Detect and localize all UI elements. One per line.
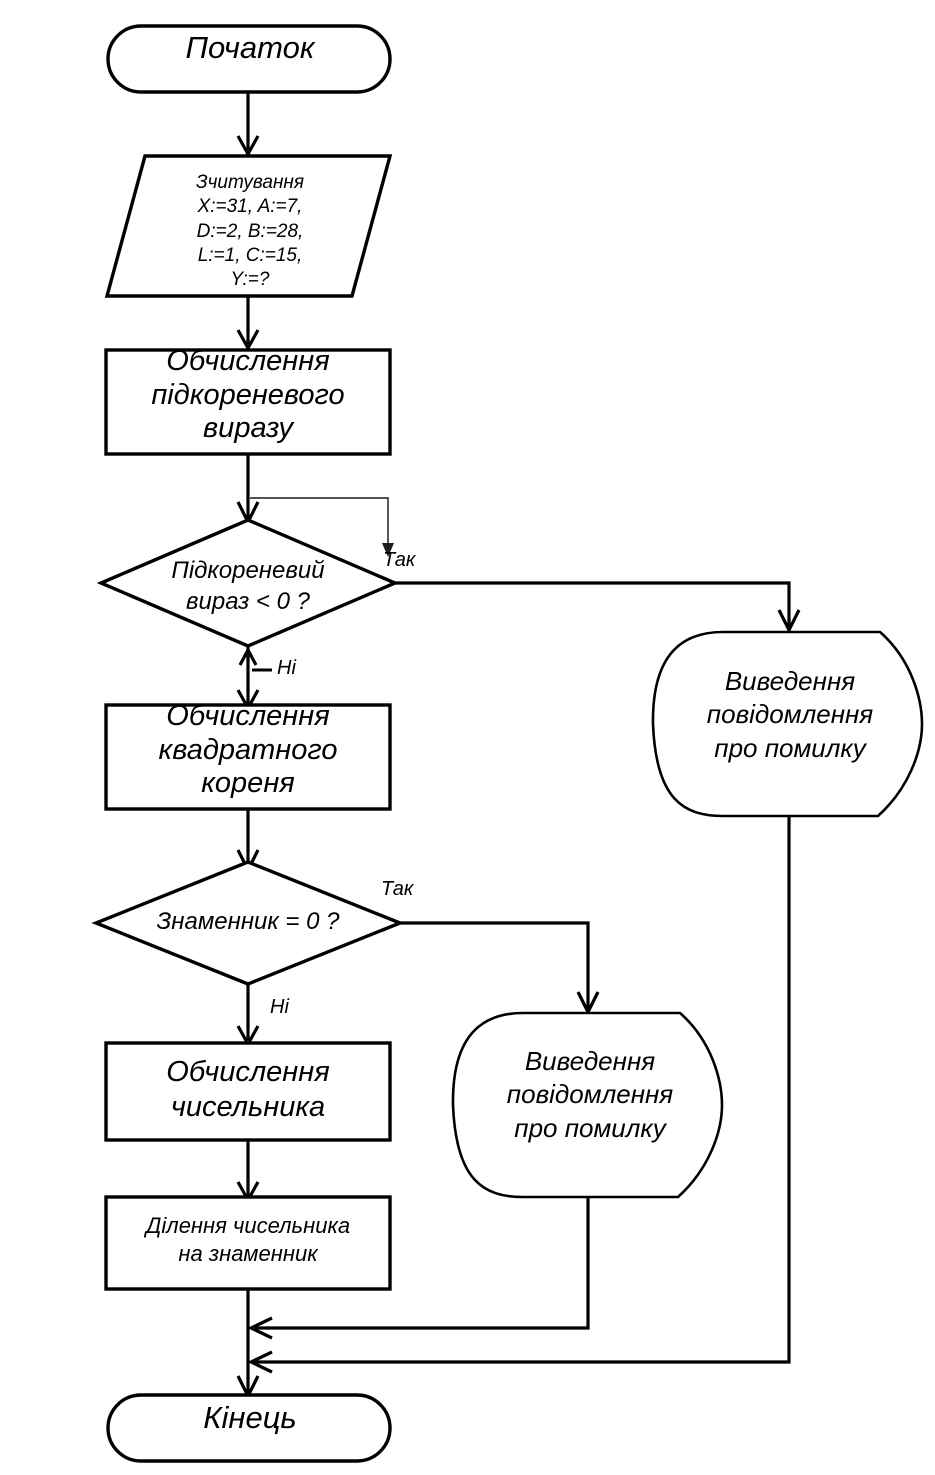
arrowhead-decision-radicand-no-up [238,646,258,666]
end-node-shape [106,1393,392,1463]
process-divide-shape [104,1195,392,1291]
edge-label-no-radicand: Ні [277,657,296,679]
process-radicand-shape [104,348,392,456]
arrowhead-error-2-merge [247,1316,273,1340]
edge-label-yes-denominator: Так [381,878,414,900]
decision-radicand-shape [96,518,400,648]
process-sqrt-shape [104,703,392,811]
edge-decision-denominator-yes [400,921,590,1008]
arrowhead-decision-radicand-yes [777,609,801,634]
start-node-shape [106,24,392,94]
stray-arrowhead-artifact [382,543,394,557]
edge-error-2-to-end [255,1197,590,1330]
error-output-2-shape [451,1011,724,1199]
edge-label-no-denominator: Ні [270,996,289,1018]
stray-connector-artifact [250,497,389,545]
edge-error-1-to-end [255,816,791,1364]
input-node-shape [104,154,393,298]
decision-denominator-shape [91,860,405,986]
arrowhead-input-to-process-radicand [236,329,260,352]
arrowhead-start-to-input [236,135,260,158]
edge-label-yes-radicand: Так [383,549,416,571]
process-numerator-shape [104,1041,392,1142]
arrowhead-error-1-merge [247,1350,273,1374]
edge-decision-radicand-yes [395,581,791,626]
error-output-1-shape [651,630,924,818]
